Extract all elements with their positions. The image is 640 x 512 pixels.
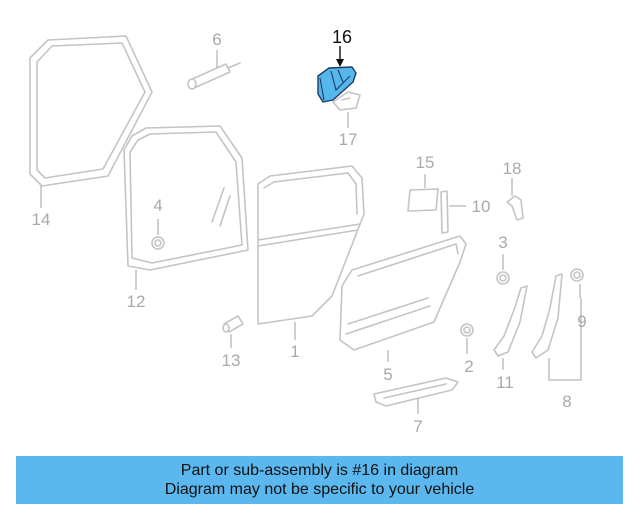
part-17-clip bbox=[332, 91, 361, 111]
part-6-bolt bbox=[187, 62, 241, 90]
callout-17: 17 bbox=[339, 130, 358, 149]
part-11-garnish bbox=[493, 285, 528, 357]
part-13-plug bbox=[222, 315, 244, 333]
callout-14: 14 bbox=[32, 210, 51, 229]
callout-1: 1 bbox=[290, 342, 299, 361]
part-15-pad bbox=[407, 188, 439, 212]
part-16-highlighted-bracket bbox=[317, 66, 357, 103]
arrow-16 bbox=[336, 59, 344, 67]
part-7-scuff-plate bbox=[373, 377, 459, 407]
callout-15: 15 bbox=[416, 153, 435, 172]
part-4-grommet bbox=[151, 236, 165, 250]
part-1-door-shell bbox=[257, 165, 365, 325]
banner-line-1: Part or sub-assembly is #16 in diagram bbox=[180, 462, 459, 479]
callout-5: 5 bbox=[383, 365, 392, 384]
part-12-glass-frame bbox=[123, 125, 249, 271]
info-banner: Part or sub-assembly is #16 in diagram D… bbox=[16, 456, 623, 504]
part-8-garnish bbox=[531, 273, 563, 359]
callout-3: 3 bbox=[498, 233, 507, 252]
part-18-clip bbox=[506, 195, 524, 221]
callout-11: 11 bbox=[496, 373, 514, 392]
callout-2: 2 bbox=[464, 357, 473, 376]
part-14-weatherstrip bbox=[29, 35, 153, 187]
callout-8: 8 bbox=[562, 392, 571, 411]
exploded-parts-diagram: 14 6 16 17 12 4 bbox=[29, 27, 587, 436]
leader-8-9 bbox=[548, 298, 582, 381]
part-9-fastener bbox=[570, 268, 584, 282]
banner-line-2: Diagram may not be specific to your vehi… bbox=[164, 481, 475, 498]
callout-13: 13 bbox=[222, 351, 241, 370]
callout-16: 16 bbox=[332, 27, 352, 47]
callout-7: 7 bbox=[413, 417, 422, 436]
callout-6: 6 bbox=[212, 30, 221, 49]
part-10-strip bbox=[440, 190, 449, 234]
part-3-fastener bbox=[496, 271, 510, 285]
callout-18: 18 bbox=[503, 159, 522, 178]
callout-12: 12 bbox=[127, 292, 146, 311]
callout-9: 9 bbox=[577, 312, 586, 331]
callout-10: 10 bbox=[472, 197, 491, 216]
part-5-door-trim-panel bbox=[339, 235, 467, 351]
callout-4: 4 bbox=[153, 196, 162, 215]
part-2-fastener bbox=[460, 323, 474, 337]
